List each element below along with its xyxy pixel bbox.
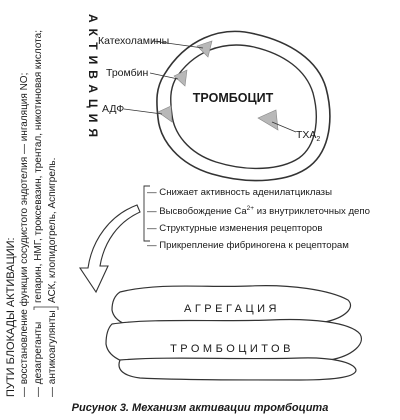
activation-title: АКТИВАЦИЯ: [86, 14, 100, 143]
figure-caption: Рисунок 3. Механизм активации тромбоцита: [71, 402, 329, 414]
aggregate-cell-bottom: [118, 357, 357, 381]
effects-bracket: [143, 185, 150, 242]
platelet-label: ТРОМБОЦИТ: [193, 91, 274, 105]
platelet-inner-membrane: [170, 44, 317, 170]
activator-thrombin: Тромбин: [106, 67, 148, 79]
blockade-anticoagulants-label: — антикоагулянты: [47, 310, 58, 397]
effect-4: — Прикрепление фибриногена к рецепторам: [147, 240, 349, 251]
blockade-title: ПУТИ БЛОКАДЫ АКТИВАЦИИ:: [5, 237, 17, 397]
blockade-anticoagulants-items: АСК, клопидогрель, Аспигрель.: [47, 158, 58, 303]
receptor-catecholamines: [196, 40, 213, 58]
effect-3: — Структурные изменения рецепторов: [147, 223, 322, 234]
activator-adp: АДФ: [102, 103, 124, 115]
pointer-txa2: [271, 121, 297, 133]
aggregation-word-2: ТРОМБОЦИТОВ: [170, 343, 294, 355]
receptor-adp: [157, 105, 173, 123]
pointer-adp: [123, 108, 163, 115]
aggregation-word-1: АГРЕГАЦИЯ: [184, 303, 280, 315]
blockade-disaggregants-items: гепарин, НМГ, троксевазин, трентал, нико…: [33, 30, 44, 303]
receptor-thrombin: [173, 69, 188, 87]
blockade-items-bracket: [33, 306, 59, 310]
receptor-txa2: [257, 109, 279, 131]
blockade-disaggregants-label: — дезагреганты: [33, 322, 44, 397]
blockade-pathways: ПУТИ БЛОКАДЫ АКТИВАЦИИ: — восстановление…: [5, 30, 59, 397]
effect-2: — Высвобождение Ca2+ из внутриклеточных …: [147, 205, 370, 217]
pointer-catecholamines: [151, 40, 204, 49]
effect-1: — Снижает активность аденилатциклазы: [147, 187, 332, 198]
pointer-thrombin: [149, 72, 179, 80]
blockade-endothelium: — восстановление функции сосудистого энд…: [18, 73, 30, 397]
activator-txa2: ТХА2: [296, 129, 320, 143]
flow-arrow: [78, 204, 141, 294]
activator-catecholamines: Катехоламины: [98, 35, 169, 47]
